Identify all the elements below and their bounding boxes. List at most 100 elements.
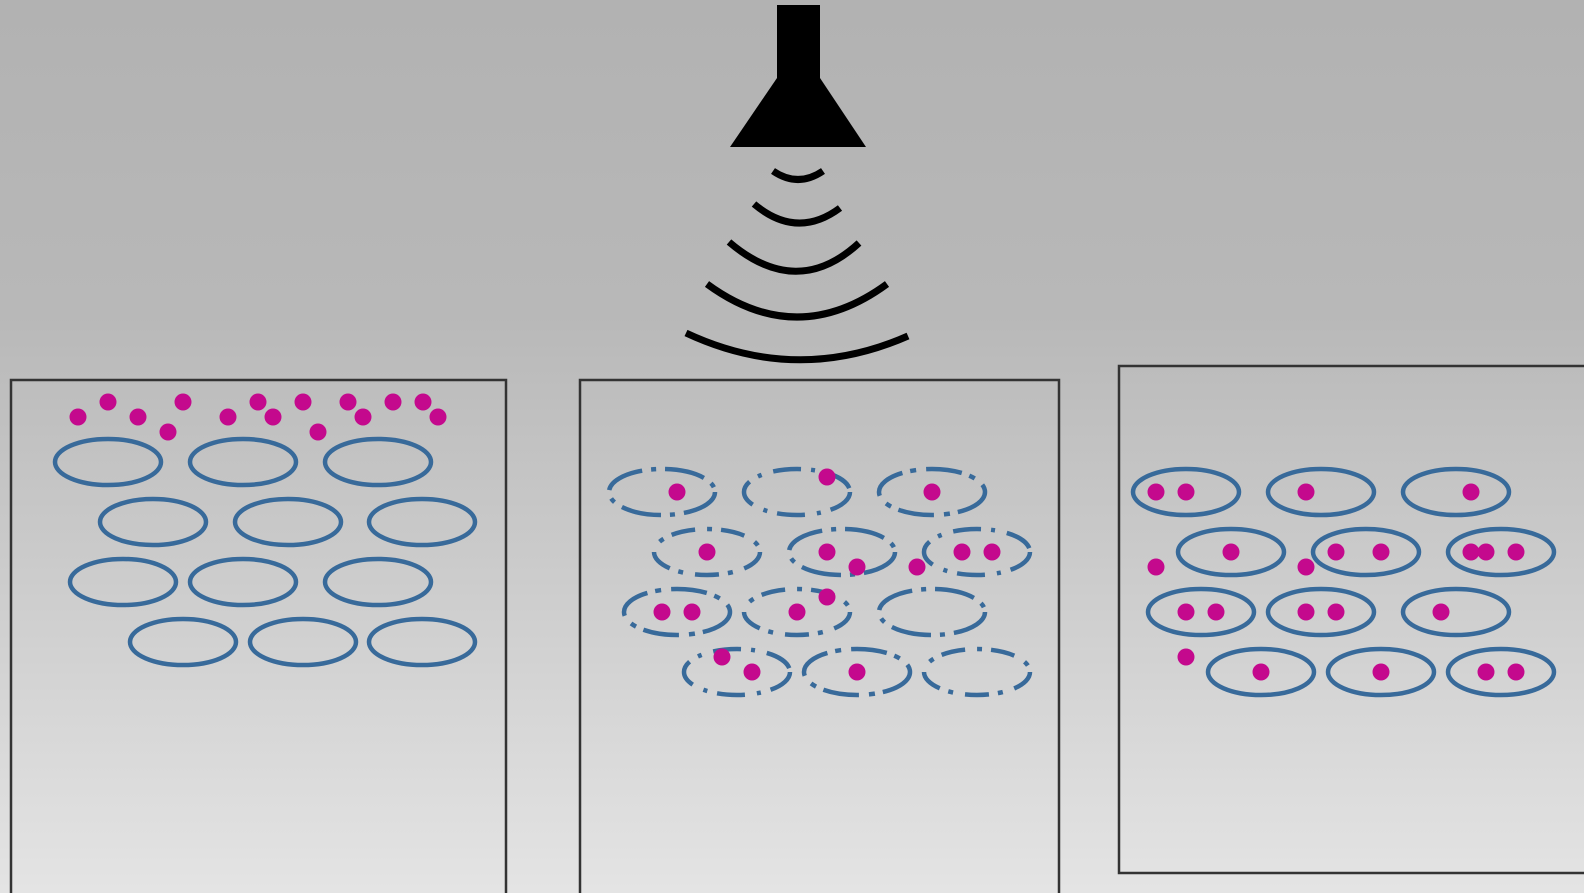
particle-before — [294, 393, 312, 411]
cell-during-permeable — [741, 466, 853, 518]
particle-before — [429, 408, 447, 426]
cell-during-permeable — [621, 586, 733, 638]
wave-arc-1 — [771, 168, 825, 183]
particle-after — [1297, 603, 1315, 621]
cell-before — [247, 616, 359, 668]
cell-before — [187, 556, 299, 608]
wave-arc-4 — [704, 281, 890, 321]
cell-after — [1400, 586, 1512, 638]
particle-after — [1207, 603, 1225, 621]
wave-arc-5 — [684, 329, 910, 364]
particle-after — [1327, 603, 1345, 621]
particle-after — [1432, 603, 1450, 621]
particle-before — [159, 423, 177, 441]
cell-after — [1145, 586, 1257, 638]
cell-during-permeable — [681, 646, 793, 698]
particle-after — [1177, 648, 1195, 666]
cell-after — [1325, 646, 1437, 698]
particle-after — [1147, 558, 1165, 576]
particle-during — [848, 663, 866, 681]
particle-before — [174, 393, 192, 411]
cell-before — [322, 436, 434, 488]
cell-during-permeable — [876, 466, 988, 518]
cell-during-permeable — [606, 466, 718, 518]
wave-arc-2 — [751, 201, 843, 227]
particle-before — [249, 393, 267, 411]
cell-before — [366, 496, 478, 548]
particle-after — [1297, 558, 1315, 576]
ultrasound-transducer-icon — [730, 5, 866, 147]
particle-after — [1222, 543, 1240, 561]
particle-during — [848, 558, 866, 576]
cell-before — [67, 556, 179, 608]
cell-after — [1445, 526, 1557, 578]
particle-after — [1327, 543, 1345, 561]
cell-after — [1310, 526, 1422, 578]
particle-after — [1477, 663, 1495, 681]
particle-before — [339, 393, 357, 411]
particle-during — [698, 543, 716, 561]
particle-before — [129, 408, 147, 426]
cell-during-permeable — [921, 646, 1033, 698]
cell-before — [232, 496, 344, 548]
particles-layer — [69, 393, 1525, 681]
particle-after — [1372, 543, 1390, 561]
particle-during — [668, 483, 686, 501]
emitter-stem — [777, 5, 820, 80]
particle-during — [653, 603, 671, 621]
cell-after — [1265, 586, 1377, 638]
cell-after — [1175, 526, 1287, 578]
cell-after — [1130, 466, 1242, 518]
particle-during — [983, 543, 1001, 561]
particle-before — [69, 408, 87, 426]
panel-during-exposure — [578, 378, 1061, 893]
sound-wave-icon — [684, 168, 910, 364]
cell-after — [1445, 646, 1557, 698]
cell-after — [1265, 466, 1377, 518]
particle-before — [99, 393, 117, 411]
particle-before — [264, 408, 282, 426]
particle-after — [1252, 663, 1270, 681]
cell-before — [187, 436, 299, 488]
particle-before — [384, 393, 402, 411]
particle-after — [1177, 483, 1195, 501]
cell-during-permeable — [786, 526, 898, 578]
cell-before — [322, 556, 434, 608]
cell-during-permeable — [876, 586, 988, 638]
particle-during — [908, 558, 926, 576]
wave-arc-3 — [726, 239, 862, 275]
particle-after — [1507, 663, 1525, 681]
particle-before — [414, 393, 432, 411]
panel-after-exposure — [1117, 364, 1584, 875]
cell-before — [366, 616, 478, 668]
particle-after — [1177, 603, 1195, 621]
particle-during — [818, 543, 836, 561]
particle-after — [1462, 483, 1480, 501]
particle-before — [354, 408, 372, 426]
particle-after — [1147, 483, 1165, 501]
particle-before — [309, 423, 327, 441]
particle-during — [743, 663, 761, 681]
particle-during — [683, 603, 701, 621]
particle-after — [1297, 483, 1315, 501]
particle-after — [1477, 543, 1495, 561]
particle-after — [1372, 663, 1390, 681]
particle-during — [713, 648, 731, 666]
particle-before — [219, 408, 237, 426]
particle-during — [788, 603, 806, 621]
cell-after — [1205, 646, 1317, 698]
emitter-horn — [730, 78, 866, 147]
particle-during — [923, 483, 941, 501]
cell-during-permeable — [801, 646, 913, 698]
cell-during-permeable — [651, 526, 763, 578]
particle-during — [818, 588, 836, 606]
particle-during — [953, 543, 971, 561]
cell-before — [127, 616, 239, 668]
particle-after — [1507, 543, 1525, 561]
cell-during-permeable — [741, 586, 853, 638]
particle-during — [818, 468, 836, 486]
cell-before — [97, 496, 209, 548]
panel-before-exposure — [9, 378, 508, 893]
